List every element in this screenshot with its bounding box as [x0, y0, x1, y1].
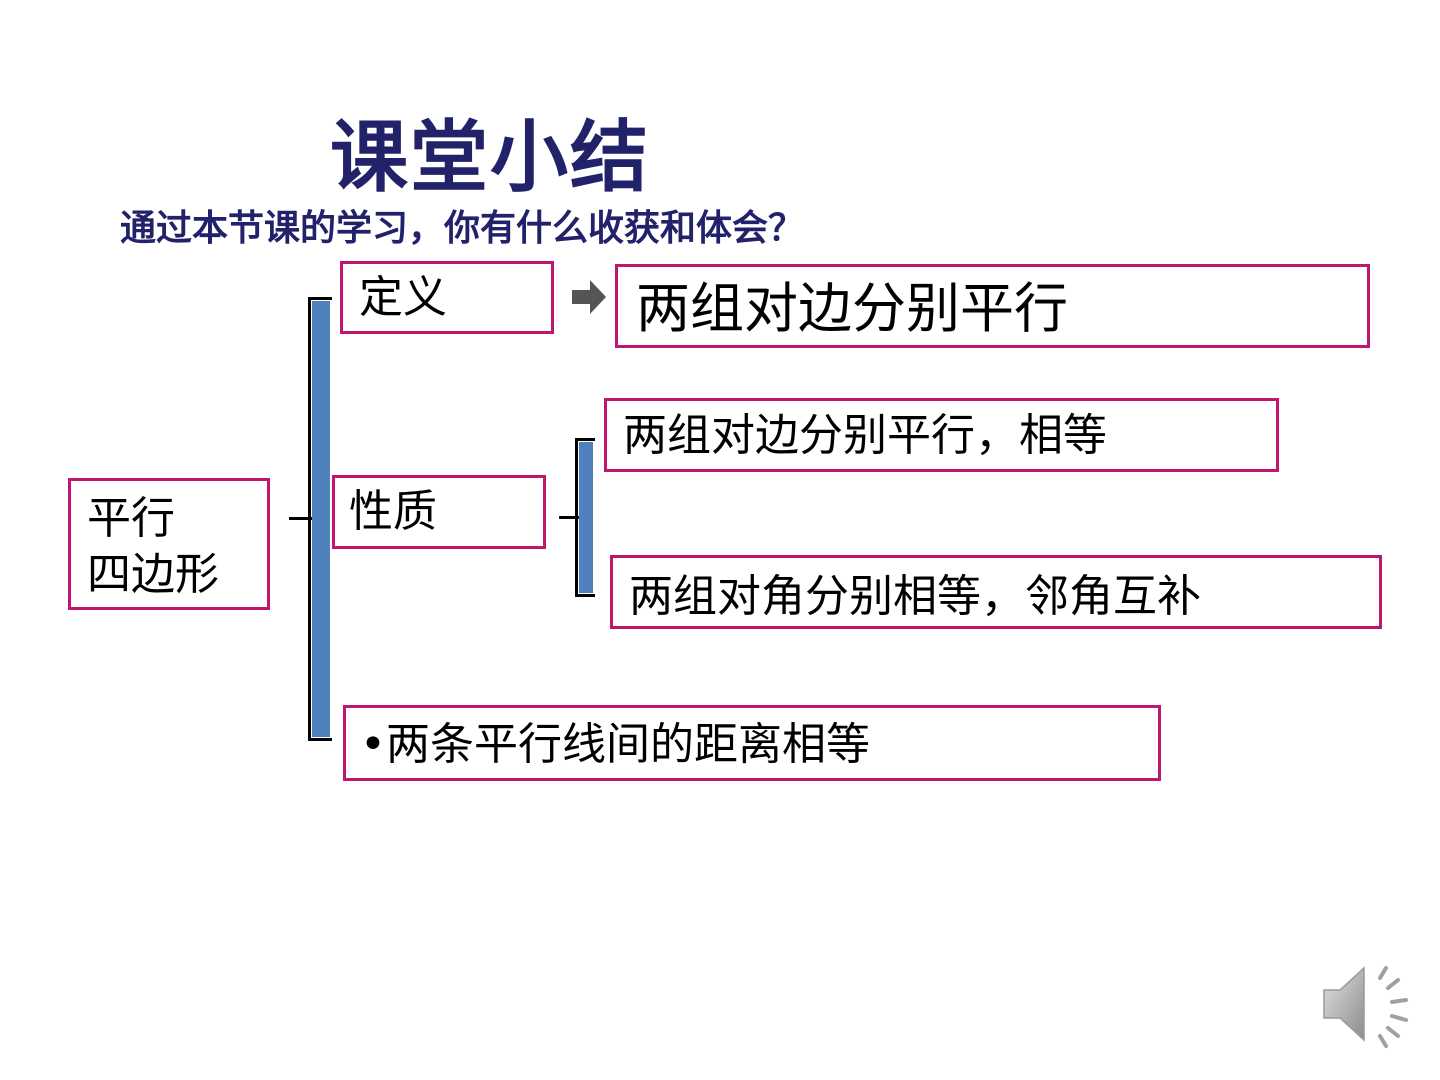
properties-bracket-spine	[575, 438, 578, 597]
definition-content-box: 两组对边分别平行	[615, 264, 1370, 348]
slide-title: 课堂小结	[330, 113, 651, 203]
root-line-1: 平行	[87, 493, 175, 544]
slide-subtitle: 通过本节课的学习，你有什么收获和体会？	[120, 208, 805, 249]
root-line-2: 四边形	[87, 549, 219, 600]
property-item-box-1: 两组对边分别平行，相等	[604, 398, 1279, 472]
extra-text: •两条平行线间的距离相等	[360, 719, 870, 770]
main-bracket-bottom-cap	[308, 738, 332, 741]
extra-box: •两条平行线间的距离相等	[343, 705, 1161, 781]
main-bracket-top-cap	[308, 297, 332, 300]
property-item-box-2: 两组对角分别相等，邻角互补	[610, 555, 1382, 629]
properties-bracket-stub	[559, 516, 579, 519]
definition-content: 两组对边分别平行	[636, 277, 1068, 340]
properties-bracket-top-cap	[575, 438, 595, 441]
root-box: 平行 四边形	[68, 478, 270, 610]
properties-label-box: 性质	[332, 475, 546, 549]
definition-label: 定义	[359, 272, 447, 323]
properties-bracket-bar	[579, 442, 593, 593]
main-bracket-stub	[289, 517, 313, 520]
properties-label: 性质	[349, 486, 437, 537]
right-arrow-icon	[570, 278, 608, 316]
properties-bracket-bottom-cap	[575, 594, 595, 597]
definition-label-box: 定义	[340, 261, 554, 334]
speaker-icon[interactable]	[1318, 960, 1418, 1050]
main-bracket-bar	[312, 301, 330, 737]
property-item-2: 两组对角分别相等，邻角互补	[629, 571, 1201, 622]
property-item-1: 两组对边分别平行，相等	[623, 410, 1107, 461]
main-bracket-spine	[308, 297, 311, 741]
